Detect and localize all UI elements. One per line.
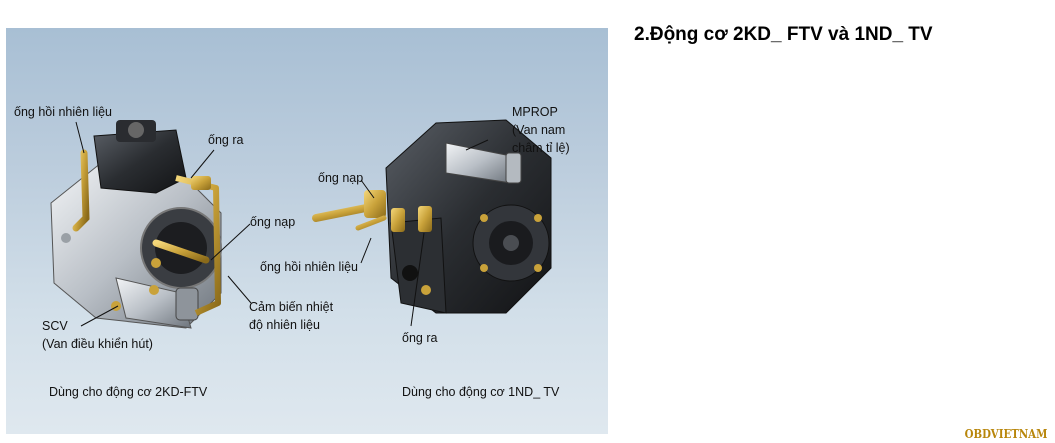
pump-figure: ống hồi nhiên liệu ống ra ống nạp SCV (V… bbox=[6, 28, 608, 434]
label-scv-line1: SCV bbox=[42, 319, 68, 333]
label-mprop-line2: (Van nam bbox=[512, 123, 566, 137]
label-right-outlet: ống ra bbox=[402, 331, 438, 345]
label-left-return-pipe: ống hồi nhiên liệu bbox=[14, 105, 112, 119]
label-right-inlet: ống nạp bbox=[318, 171, 364, 185]
label-scv-line2: (Van điều khiển hút) bbox=[42, 337, 153, 351]
caption-right-pump: Dùng cho động cơ 1ND_ TV bbox=[402, 385, 560, 399]
slide-title: 2.Động cơ 2KD_ FTV và 1ND_ TV bbox=[634, 24, 933, 45]
label-mprop-line3: châm tỉ lệ) bbox=[512, 141, 570, 155]
label-right-return-pipe: ống hồi nhiên liệu bbox=[260, 260, 358, 274]
label-temp-sensor-line2: độ nhiên liệu bbox=[249, 318, 320, 332]
caption-left-pump: Dùng cho động cơ 2KD-FTV bbox=[49, 385, 208, 399]
pump-illustration bbox=[50, 119, 552, 329]
right-pump bbox=[312, 119, 552, 327]
label-left-inlet: ống nạp bbox=[250, 215, 296, 229]
label-mprop-line1: MPROP bbox=[512, 105, 558, 119]
label-temp-sensor-line1: Cảm biến nhiệt bbox=[249, 300, 334, 314]
label-left-outlet: ống ra bbox=[208, 133, 244, 147]
left-pump bbox=[50, 120, 252, 329]
brand-watermark: OBDVIETNAM bbox=[964, 427, 1047, 441]
